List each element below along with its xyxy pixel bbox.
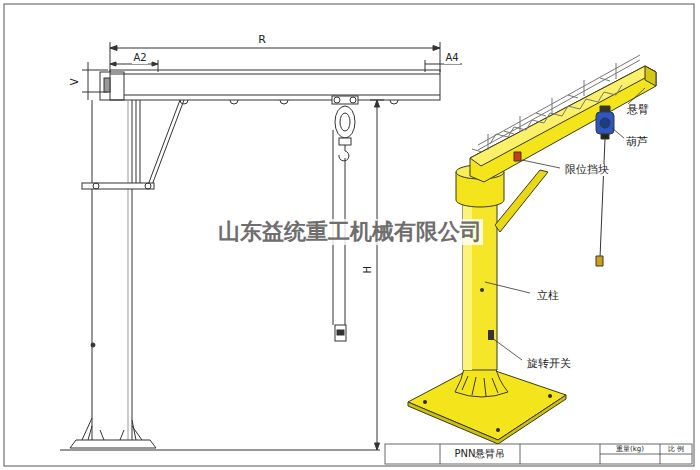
dimension-label: A4 (444, 52, 459, 64)
dimension-label: V (68, 78, 80, 87)
watermark: 山东益统重工机械有限公司 (217, 219, 483, 244)
dimension-label: H (362, 265, 374, 275)
part-name: 葫芦 (625, 136, 649, 149)
table-cell: 比 例 (667, 445, 685, 453)
part-name: 旋转开关 (526, 358, 572, 371)
dimension-label: A2 (132, 52, 147, 64)
dimension-label: R (257, 34, 267, 47)
title-cell: PNN悬臂吊 (454, 448, 507, 460)
table-cell: 重量(kg) (615, 445, 645, 453)
part-name: 立柱 (536, 290, 560, 303)
part-name: 限位挡块 (564, 164, 610, 177)
part-name: 悬臂 (626, 104, 650, 117)
